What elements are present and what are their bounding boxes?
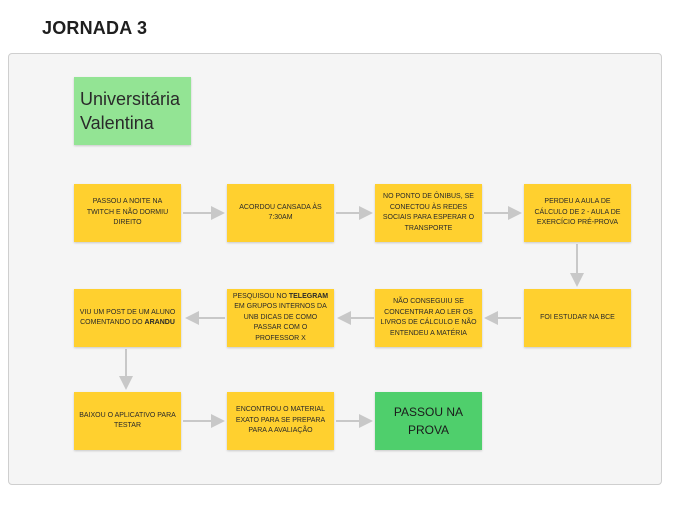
step-label: NÃO CONSEGUIU SE CONCENTRAR AO LER OS LI…: [380, 298, 477, 337]
step-label: PESQUISOU NO TELEGRAM EM GRUPOS INTERNOS…: [232, 292, 329, 342]
persona-label: Universitária Valentina: [80, 89, 181, 133]
step-note-1[interactable]: PASSOU A NOITE NA TWITCH E NÃO DORMIU DI…: [74, 184, 181, 242]
step-label: FOI ESTUDAR NA BCE: [540, 313, 615, 321]
whiteboard-frame[interactable]: Universitária Valentina PASSOU A NOITE N…: [8, 53, 662, 485]
step-note-6[interactable]: NÃO CONSEGUIU SE CONCENTRAR AO LER OS LI…: [375, 289, 482, 347]
persona-note[interactable]: Universitária Valentina: [74, 77, 191, 145]
step-note-8[interactable]: VIU UM POST DE UM ALUNO COMENTANDO DO AR…: [74, 289, 181, 347]
step-label: NO PONTO DE ÔNIBUS, SE CONECTOU ÀS REDES…: [382, 193, 475, 232]
result-label: PASSOU NA PROVA: [393, 405, 464, 437]
step-note-7[interactable]: PESQUISOU NO TELEGRAM EM GRUPOS INTERNOS…: [227, 289, 334, 347]
step-note-2[interactable]: ACORDOU CANSADA ÀS 7:30AM: [227, 184, 334, 242]
page-title: JORNADA 3: [42, 18, 148, 38]
step-note-3[interactable]: NO PONTO DE ÔNIBUS, SE CONECTOU ÀS REDES…: [375, 184, 482, 242]
step-label: ACORDOU CANSADA ÀS 7:30AM: [239, 203, 322, 222]
step-note-10[interactable]: ENCONTROU O MATERIAL EXATO PARA SE PREPA…: [227, 392, 334, 450]
step-label: PASSOU A NOITE NA TWITCH E NÃO DORMIU DI…: [86, 198, 169, 227]
step-note-5[interactable]: FOI ESTUDAR NA BCE: [524, 289, 631, 347]
step-label: PERDEU A AULA DE CÁLCULO DE 2 - AULA DE …: [534, 198, 621, 227]
step-label: ENCONTROU O MATERIAL EXATO PARA SE PREPA…: [235, 406, 326, 435]
step-note-4[interactable]: PERDEU A AULA DE CÁLCULO DE 2 - AULA DE …: [524, 184, 631, 242]
step-note-9[interactable]: BAIXOU O APLICATIVO PARA TESTAR: [74, 392, 181, 450]
result-note[interactable]: PASSOU NA PROVA: [375, 392, 482, 450]
step-label: BAIXOU O APLICATIVO PARA TESTAR: [79, 411, 176, 430]
step-label: VIU UM POST DE UM ALUNO COMENTANDO DO AR…: [79, 308, 176, 327]
